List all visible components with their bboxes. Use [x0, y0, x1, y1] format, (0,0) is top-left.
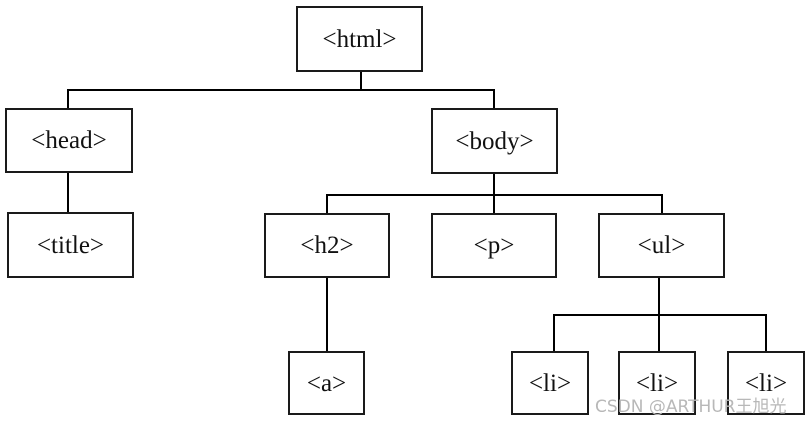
node-html: <html>	[296, 6, 423, 72]
watermark-text: CSDN @ARTHUR王旭光	[595, 397, 787, 417]
connector-body-stem	[493, 174, 495, 195]
connector-to-p	[493, 194, 495, 213]
connector-to-li-1	[553, 314, 555, 351]
node-li-1: <li>	[511, 351, 589, 415]
node-a: <a>	[288, 351, 365, 415]
connector-to-ul	[661, 194, 663, 213]
node-h2: <h2>	[264, 213, 390, 278]
connector-ul-branch	[553, 314, 767, 316]
connector-to-h2	[326, 194, 328, 213]
connector-to-li-2	[658, 314, 660, 351]
connector-to-li-3	[765, 314, 767, 351]
connector-to-body	[493, 89, 495, 108]
connector-head-title	[67, 172, 69, 212]
node-li-2: <li>	[618, 351, 696, 415]
connector-ul-stem	[658, 278, 660, 315]
node-title: <title>	[7, 212, 134, 278]
connector-html-branch	[67, 89, 495, 91]
connector-to-head	[67, 89, 69, 108]
connector-h2-a	[326, 278, 328, 351]
node-ul: <ul>	[598, 213, 725, 278]
connector-html-stem	[360, 72, 362, 90]
node-li-3: <li>	[727, 351, 805, 415]
node-body: <body>	[431, 108, 558, 174]
node-head: <head>	[5, 108, 133, 173]
node-p: <p>	[431, 213, 557, 278]
